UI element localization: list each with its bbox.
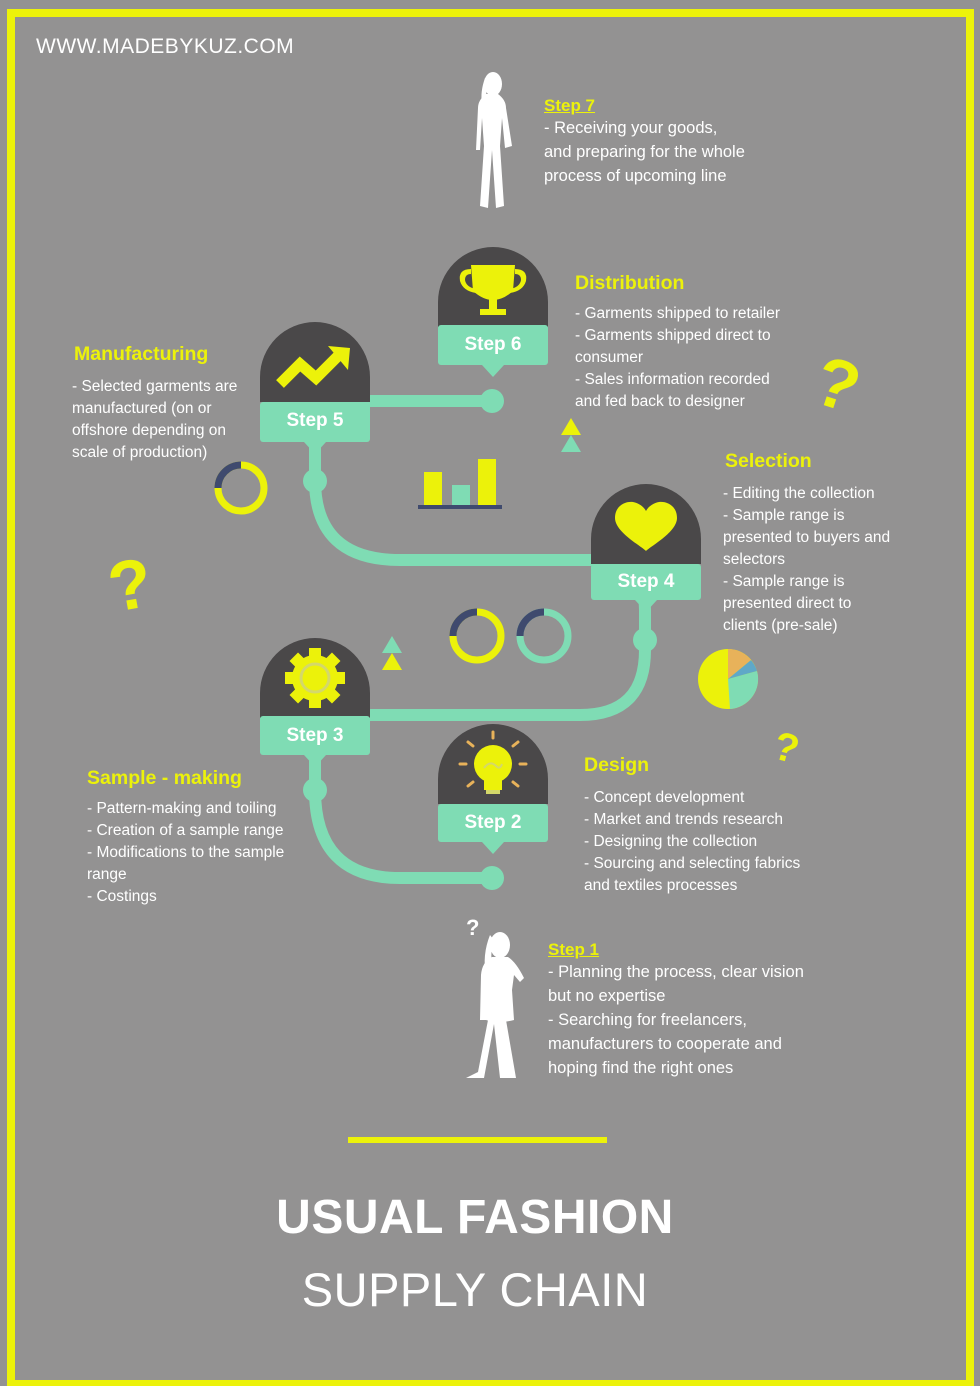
selection-block: Selection - Editing the collection - Sam… (723, 450, 890, 637)
text-line: presented to buyers and (723, 529, 891, 546)
lightbulb-icon (458, 730, 528, 794)
text-line: - Sample range is (723, 573, 845, 590)
text-line: presented direct to (723, 595, 852, 612)
manufacturing-heading: Manufacturing (74, 343, 209, 365)
text-line: - Creation of a sample range (87, 822, 284, 839)
text-line: offshore depending on (72, 422, 226, 439)
step4-pin (591, 484, 701, 612)
selection-heading: Selection (725, 450, 812, 472)
text-line: and preparing for the whole (544, 143, 745, 161)
step6-label: Step 6 (464, 334, 522, 355)
text-line: manufactured (on or (72, 400, 212, 417)
bar-chart-icon (418, 459, 502, 509)
thinking-woman-icon (466, 932, 524, 1078)
text-line: but no expertise (548, 987, 666, 1005)
text-line: - Searching for freelancers, (548, 1011, 748, 1029)
text-line: - Editing the collection (723, 485, 875, 502)
trend-arrow-icon (276, 346, 350, 388)
text-line: - Selected garments are (72, 378, 238, 395)
text-line: - Pattern-making and toiling (87, 800, 277, 817)
text-line: - Concept development (584, 789, 745, 806)
step5-pin (260, 322, 370, 454)
road-node (480, 866, 504, 890)
step3-pin (260, 638, 370, 767)
text-line: - Garments shipped direct to (575, 327, 771, 344)
step7-title: Step 7 (544, 96, 596, 115)
text-line: range (87, 866, 127, 883)
text-line: selectors (723, 551, 786, 568)
text-line: - Sourcing and selecting fabrics (584, 855, 801, 872)
sample-making-block: Sample - making - Pattern-making and toi… (87, 767, 284, 908)
text-line: - Sales information recorded (575, 371, 770, 388)
sample-making-heading: Sample - making (87, 767, 242, 789)
standing-woman-icon (476, 72, 512, 208)
step3-label: Step 3 (286, 725, 344, 746)
distribution-block: Distribution - Garments shipped to retai… (575, 272, 780, 413)
text-line: hoping find the right ones (548, 1059, 734, 1077)
text-line: - Garments shipped to retailer (575, 305, 781, 322)
step5-label: Step 5 (286, 410, 344, 431)
triangle-icon (382, 636, 402, 670)
step7-text: - Receiving your goods, and preparing fo… (544, 116, 745, 188)
step1-title: Step 1 (548, 940, 600, 959)
road-node (303, 778, 327, 802)
distribution-text: - Garments shipped to retailer - Garment… (575, 303, 780, 413)
question-mark-small: ? (466, 915, 479, 940)
title-divider (348, 1137, 607, 1143)
text-line: process of upcoming line (544, 167, 727, 185)
step7-block: Step 7 - Receiving your goods, and prepa… (544, 96, 745, 188)
donut-chart-icon (214, 461, 268, 515)
text-line: - Costings (87, 888, 157, 905)
heart-icon (615, 501, 677, 551)
text-line: clients (pre-sale) (723, 617, 838, 634)
yellow-frame (7, 9, 974, 1386)
text-line: - Sample range is (723, 507, 845, 524)
road-node (480, 389, 504, 413)
question-mark-decor: ? (102, 543, 158, 627)
text-line: consumer (575, 349, 644, 366)
donut-chart-icon (516, 608, 572, 664)
step6-pin (438, 247, 548, 377)
donut-chart-icon (449, 608, 505, 664)
step1-block: Step 1 - Planning the process, clear vis… (548, 940, 804, 1080)
trophy-icon (459, 265, 527, 315)
pie-chart-icon (698, 649, 759, 709)
triangle-icon (561, 418, 581, 452)
gear-icon (285, 648, 345, 708)
design-text: - Concept development - Market and trend… (584, 787, 800, 897)
manufacturing-text: - Selected garments are manufactured (on… (72, 376, 237, 464)
step2-label: Step 2 (464, 812, 522, 833)
step4-label: Step 4 (617, 571, 675, 592)
text-line: and fed back to designer (575, 393, 745, 410)
text-line: - Modifications to the sample (87, 844, 285, 861)
text-line: - Designing the collection (584, 833, 758, 850)
selection-text: - Editing the collection - Sample range … (723, 483, 890, 637)
text-line: manufacturers to cooperate and (548, 1035, 782, 1053)
step2-pin (438, 724, 548, 854)
website-label: WWW.MADEBYKUZ.COM (36, 35, 295, 58)
road-node (303, 469, 327, 493)
question-mark-decor: ? (805, 341, 870, 428)
text-line: scale of production) (72, 444, 208, 461)
text-line: - Market and trends research (584, 811, 784, 828)
design-block: Design - Concept development - Market an… (584, 754, 800, 897)
design-heading: Design (584, 754, 650, 776)
step1-text: - Planning the process, clear vision but… (548, 960, 804, 1080)
text-line: - Receiving your goods, (544, 119, 718, 137)
page-title: USUAL FASHION (276, 1191, 674, 1244)
text-line: - Planning the process, clear vision (548, 963, 804, 981)
page-subtitle: SUPPLY CHAIN (301, 1263, 649, 1316)
road-node (633, 628, 657, 652)
manufacturing-block: Manufacturing - Selected garments are ma… (72, 343, 237, 464)
distribution-heading: Distribution (575, 272, 685, 294)
sample-making-text: - Pattern-making and toiling - Creation … (87, 798, 284, 908)
text-line: and textiles processes (584, 877, 738, 894)
